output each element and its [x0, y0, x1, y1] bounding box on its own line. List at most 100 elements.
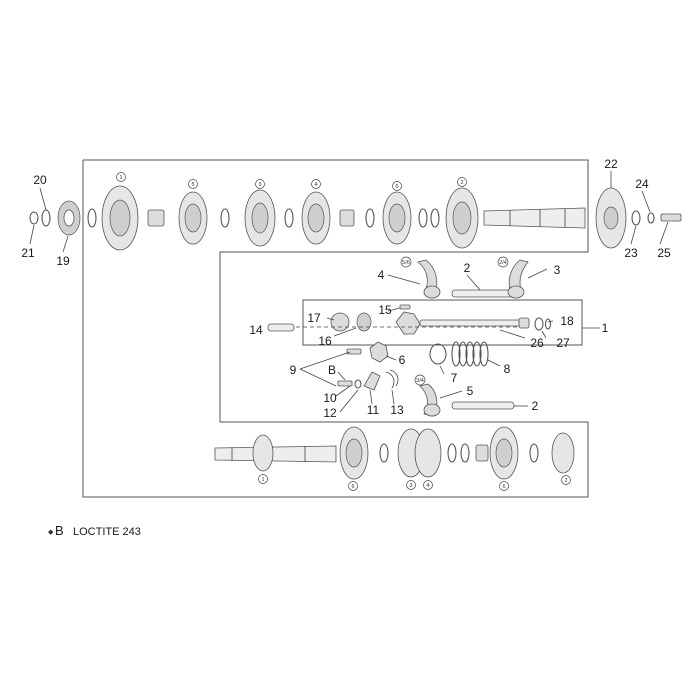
upper-gear-1-hub [109, 199, 131, 237]
washer-c [365, 208, 375, 228]
bushing-17 [330, 312, 350, 332]
pin-14 [267, 323, 295, 332]
callout-2-lower: 2 [532, 399, 539, 413]
upper-gear-6-hub [388, 203, 406, 233]
gear-label: 5 [191, 182, 194, 188]
callout-4: 4 [378, 268, 385, 282]
gear-label: 2 [460, 180, 463, 186]
callout-B: B [328, 363, 336, 377]
washer-e [430, 208, 440, 228]
lower-gear-6a-hub [345, 438, 363, 468]
callout-18: 18 [560, 314, 574, 328]
gear-label: 2 [564, 478, 567, 484]
lower-washer-a [379, 443, 389, 463]
lever-11 [363, 371, 381, 391]
callout-2-upper: 2 [464, 261, 471, 275]
callout-3: 3 [554, 263, 561, 277]
fork-label: 2/4 [499, 260, 507, 266]
callout-9: 9 [290, 363, 297, 377]
bushing-7 [429, 343, 447, 365]
shift-fork-4-boss [423, 285, 441, 299]
upper-frame [83, 159, 589, 422]
washer-12 [354, 379, 362, 389]
washer-20 [41, 209, 51, 227]
lower-washer-b [447, 443, 457, 463]
bolt-small [346, 348, 362, 355]
washer-21 [29, 211, 39, 225]
callout-15: 15 [378, 303, 392, 317]
callout-20: 20 [33, 173, 47, 187]
bearing-26 [518, 317, 530, 329]
circlip-18 [544, 318, 552, 330]
spring-8 [451, 341, 489, 367]
callout-22: 22 [604, 157, 618, 171]
callout-13: 13 [390, 403, 404, 417]
legend-text: LOCTITE 243 [73, 526, 141, 538]
callout-14: 14 [249, 323, 263, 337]
lower-gear-labels: 1 6 3 4 6 2 [258, 474, 571, 491]
washer-a [220, 208, 230, 228]
washer-23 [631, 210, 641, 226]
gear-label: 6 [502, 484, 505, 490]
upper-gear-2-hub [452, 201, 472, 235]
gear-label: 4 [426, 483, 429, 489]
upper-gear-3-hub [251, 202, 269, 234]
selector-shaft-1 [419, 319, 523, 327]
selector-drum-frame [302, 299, 583, 346]
callout-24: 24 [635, 177, 649, 191]
lower-needle-bearing [475, 444, 489, 462]
lower-gear-6b-hub [495, 438, 513, 468]
legend-bullet: ◆ [48, 529, 54, 536]
spacer-ring [87, 208, 97, 228]
washer-24 [647, 212, 655, 224]
callout-21: 21 [21, 246, 35, 260]
callout-12: 12 [323, 406, 337, 420]
needle-bearing-b [339, 209, 355, 227]
bolt-25 [660, 213, 682, 222]
secondary-shaft-assembly: 1 6 3 4 6 2 [214, 426, 575, 491]
callouts: 20 21 19 22 24 23 25 4 2 3 1 15 17 14 16… [21, 157, 671, 420]
primary-shaft-assembly: 1 5 3 4 6 2 [29, 172, 682, 251]
callout-19: 19 [56, 254, 70, 268]
assembly-frames [82, 159, 589, 498]
fork-rod-2-lower [451, 401, 515, 410]
washer-b [284, 208, 294, 228]
gear-16 [356, 312, 372, 332]
shift-fork-5-boss [423, 403, 441, 417]
lower-washer-d [529, 443, 539, 463]
washer-27 [534, 317, 544, 331]
legend-symbol: B [55, 523, 64, 538]
shift-mechanism: 5/6 2/4 [267, 256, 552, 417]
gear-label: 3 [409, 483, 412, 489]
upper-gear-labels: 1 5 3 4 6 2 [116, 172, 467, 191]
gear-label: 3 [258, 182, 261, 188]
upper-shaft [483, 207, 586, 229]
upper-gear-4-hub [307, 203, 325, 233]
callout-7: 7 [451, 371, 458, 385]
fork-label: 3/4 [416, 378, 424, 384]
fork-label: 5/6 [402, 260, 410, 266]
callout-23: 23 [624, 246, 638, 260]
fork-rod-2-upper [451, 289, 515, 298]
bearing-19-bore [63, 209, 75, 227]
gear-label: 1 [119, 175, 122, 181]
callout-25: 25 [657, 246, 671, 260]
leader-lines [29, 171, 669, 413]
shift-fork-3-boss [507, 285, 525, 299]
lower-gear-4 [414, 428, 442, 478]
callout-8: 8 [504, 362, 511, 376]
callout-1: 1 [602, 321, 609, 335]
needle-bearing-a [147, 209, 165, 227]
lower-gear-1 [252, 434, 274, 472]
selector-star-15 [395, 311, 421, 335]
lower-frame [82, 160, 589, 498]
callout-27: 27 [556, 336, 570, 350]
retainer-15 [399, 304, 411, 310]
callout-10: 10 [323, 391, 337, 405]
lower-gear-2 [551, 432, 575, 474]
callout-5: 5 [467, 384, 474, 398]
index-star-6 [369, 341, 389, 363]
callout-6: 6 [399, 353, 406, 367]
gear-label: 6 [395, 184, 398, 190]
